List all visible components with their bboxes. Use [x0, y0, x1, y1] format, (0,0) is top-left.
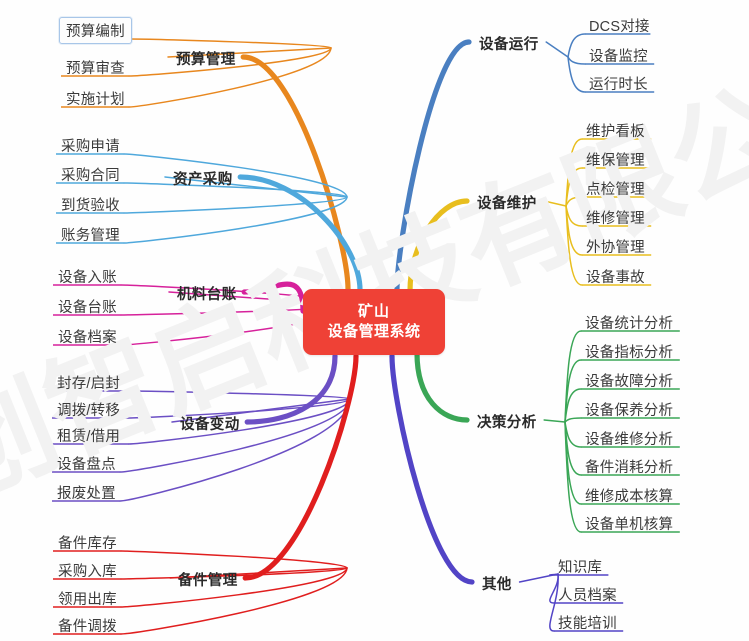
leaf-node[interactable]: 维保管理 [586, 153, 645, 169]
topic-node-other[interactable]: 其他 [482, 577, 512, 593]
leaf-node[interactable]: 设备档案 [58, 330, 117, 346]
leaf-node[interactable]: 外协管理 [586, 240, 645, 256]
leaf-node[interactable]: 维护看板 [586, 124, 645, 140]
leaf-node[interactable]: 账务管理 [61, 228, 120, 244]
leaf-node[interactable]: 到货验收 [61, 198, 120, 214]
leaf-node[interactable]: 采购入库 [58, 564, 117, 580]
leaf-node[interactable]: 设备指标分析 [585, 345, 674, 361]
leaf-node[interactable]: 备件库存 [58, 536, 117, 552]
topic-node-ledger[interactable]: 机料台账 [177, 287, 237, 303]
leaf-node[interactable]: 采购申请 [61, 139, 120, 155]
leaf-node[interactable]: 采购合同 [61, 168, 120, 184]
leaf-node[interactable]: 点检管理 [586, 182, 645, 198]
topic-node-operation[interactable]: 设备运行 [479, 37, 539, 53]
leaf-node[interactable]: DCS对接 [589, 19, 650, 35]
leaf-node[interactable]: 实施计划 [66, 92, 125, 108]
leaf-node[interactable]: 预算审查 [66, 61, 125, 77]
leaf-node[interactable]: 领用出库 [58, 592, 117, 608]
leaf-node[interactable]: 设备单机核算 [585, 517, 674, 533]
leaf-node[interactable]: 知识库 [558, 560, 603, 576]
leaf-node[interactable]: 设备维修分析 [585, 432, 674, 448]
leaf-node[interactable]: 设备入账 [58, 270, 117, 286]
topic-node-spareparts[interactable]: 备件管理 [178, 573, 238, 589]
leaf-node[interactable]: 技能培训 [558, 616, 617, 632]
leaf-node[interactable]: 预算编制 [59, 17, 132, 44]
leaf-node[interactable]: 报废处置 [57, 486, 116, 502]
root-node[interactable]: 矿山 设备管理系统 [303, 289, 445, 355]
root-title-line-2: 设备管理系统 [327, 323, 421, 340]
leaf-node[interactable]: 设备统计分析 [585, 316, 674, 332]
leaf-node[interactable]: 维修管理 [586, 211, 645, 227]
topic-node-budget[interactable]: 预算管理 [176, 52, 236, 68]
leaf-node[interactable]: 维修成本核算 [585, 489, 674, 505]
leaf-node[interactable]: 设备保养分析 [585, 403, 674, 419]
topic-node-maintenance[interactable]: 设备维护 [477, 196, 537, 212]
leaf-node[interactable]: 运行时长 [589, 77, 648, 93]
leaf-node[interactable]: 调拨/转移 [57, 403, 121, 419]
leaf-node[interactable]: 租赁/借用 [57, 429, 121, 445]
leaf-node[interactable]: 设备台账 [58, 300, 117, 316]
leaf-node[interactable]: 设备盘点 [57, 457, 116, 473]
topic-node-analysis[interactable]: 决策分析 [477, 415, 537, 431]
leaf-node[interactable]: 设备监控 [589, 49, 648, 65]
leaf-node[interactable]: 设备事故 [586, 270, 645, 286]
topic-node-procurement[interactable]: 资产采购 [173, 172, 233, 188]
leaf-node[interactable]: 人员档案 [558, 588, 617, 604]
leaf-node[interactable]: 封存/启封 [57, 376, 121, 392]
leaf-node[interactable]: 设备故障分析 [585, 374, 674, 390]
root-title-line-1: 矿山 [357, 302, 390, 320]
leaf-node[interactable]: 备件消耗分析 [585, 460, 674, 476]
leaf-node[interactable]: 备件调拨 [58, 619, 117, 635]
topic-node-changes[interactable]: 设备变动 [180, 417, 240, 433]
